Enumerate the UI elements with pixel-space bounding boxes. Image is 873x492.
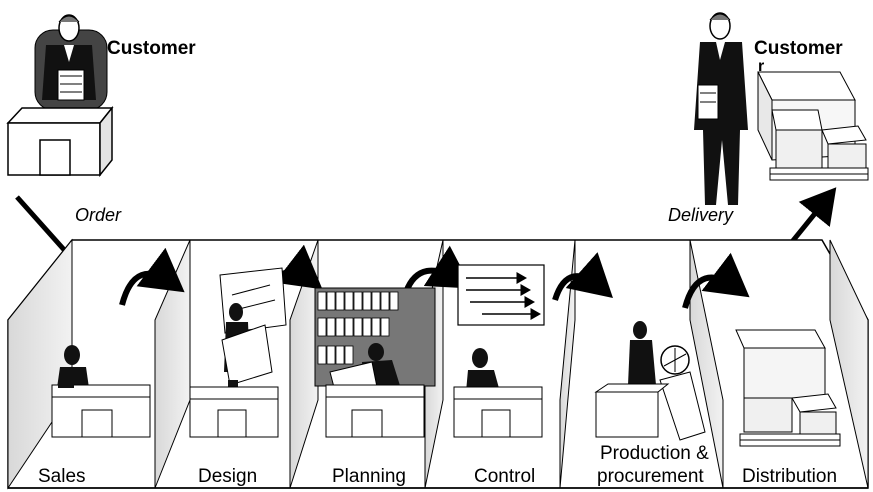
control-board (458, 265, 544, 325)
delivery-label: Delivery (668, 205, 733, 226)
dept-label-design: Design (198, 466, 257, 488)
dept-label-distribution: Distribution (742, 466, 837, 488)
customer-right-figure (694, 13, 748, 205)
order-label: Order (75, 205, 121, 226)
customer-left-label: Customer (107, 38, 196, 60)
dept-label-control: Control (474, 466, 535, 488)
customer-left-figure (35, 15, 107, 110)
dept-label-production: Production & (600, 443, 709, 465)
dept-label-procurement: procurement (597, 466, 704, 488)
customer-right-pallet (758, 72, 868, 180)
customer-left-desk (8, 108, 112, 175)
dept-label-sales: Sales (38, 466, 86, 488)
dept-label-planning: Planning (332, 466, 406, 488)
distribution-pallet (736, 330, 840, 446)
customer-right-label: Customer (754, 38, 843, 60)
customer-right-overflow: r (758, 58, 764, 76)
